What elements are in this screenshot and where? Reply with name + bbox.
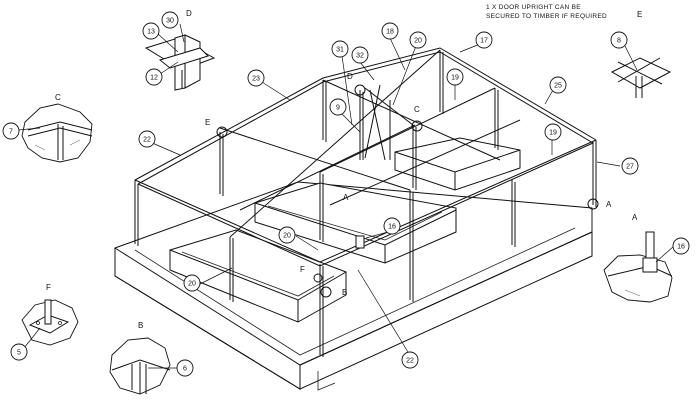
svg-text:7: 7	[9, 129, 13, 136]
detail-label-b: B	[138, 321, 143, 330]
callout-18: 18	[381, 22, 399, 40]
svg-text:9: 9	[336, 105, 340, 112]
svg-text:18: 18	[386, 29, 394, 36]
detail-c-drawing	[21, 103, 93, 163]
joint-label-a: A	[606, 200, 612, 209]
callout-31: 31	[331, 40, 349, 58]
joint-label-f: F	[300, 265, 305, 274]
callout-20-middle: 20	[278, 226, 296, 244]
svg-text:16: 16	[388, 224, 396, 231]
callout-9: 9	[329, 98, 347, 116]
main-assembly	[114, 47, 599, 391]
joint-label-d: D	[347, 72, 353, 81]
svg-text:20: 20	[188, 281, 196, 288]
svg-text:20: 20	[283, 233, 291, 240]
joint-label-b: B	[342, 288, 347, 297]
callout-7: 7	[2, 122, 20, 140]
detail-label-f: F	[46, 283, 51, 292]
callout-25: 25	[549, 76, 567, 94]
detail-f-drawing	[21, 299, 79, 346]
callout-30: 30	[161, 11, 179, 29]
detail-label-e: E	[637, 10, 642, 19]
svg-text:13: 13	[147, 29, 155, 36]
callout-8: 8	[610, 31, 628, 49]
joint-markers	[216, 84, 599, 298]
callout-23: 23	[247, 69, 265, 87]
svg-text:19: 19	[451, 75, 459, 82]
callout-22-left: 22	[138, 130, 156, 148]
callout-17: 17	[475, 31, 493, 49]
raised-bed-front	[169, 229, 347, 323]
svg-text:5: 5	[17, 350, 21, 357]
detail-label-d: D	[186, 9, 192, 18]
svg-text:30: 30	[166, 18, 174, 25]
detail-label-a: A	[632, 213, 638, 222]
svg-text:31: 31	[336, 47, 344, 54]
svg-text:22: 22	[406, 358, 414, 365]
svg-text:12: 12	[150, 75, 158, 82]
callout-13: 13	[142, 22, 160, 40]
svg-text:17: 17	[480, 38, 488, 45]
svg-text:8: 8	[617, 38, 621, 45]
svg-text:23: 23	[252, 76, 260, 83]
callout-20-top: 20	[409, 31, 427, 49]
svg-text:22: 22	[143, 137, 151, 144]
svg-text:27: 27	[626, 164, 634, 171]
detail-e-drawing	[610, 57, 672, 98]
callout-16-detail-a: 16	[672, 237, 690, 255]
callout-19-right: 19	[544, 123, 562, 141]
detail-a-drawing	[603, 231, 673, 303]
callout-32: 32	[351, 46, 369, 64]
callout-6: 6	[176, 359, 194, 377]
note-line-2: SECURED TO TIMBER IF REQUIRED	[486, 13, 607, 20]
callout-16-main: 16	[383, 217, 401, 235]
callout-22-bottom: 22	[401, 351, 419, 369]
svg-text:19: 19	[549, 130, 557, 137]
detail-label-c: C	[55, 93, 61, 102]
svg-text:20: 20	[414, 38, 422, 45]
joint-label-c: C	[414, 105, 420, 114]
callout-20-front: 20	[183, 274, 201, 292]
svg-text:25: 25	[554, 83, 562, 90]
callout-27: 27	[621, 157, 639, 175]
svg-text:32: 32	[356, 53, 364, 60]
svg-text:6: 6	[183, 366, 187, 373]
svg-text:16: 16	[677, 244, 685, 251]
detail-d-drawing	[144, 34, 216, 91]
frame-posts	[134, 50, 597, 357]
bed-label-a: A	[343, 193, 349, 202]
detail-b-drawing	[109, 337, 171, 395]
callout-5: 5	[10, 343, 28, 361]
callout-19-top: 19	[446, 68, 464, 86]
frame-top-rails	[134, 47, 597, 267]
raised-bed-rear	[394, 137, 521, 191]
leader-lines	[17, 23, 675, 369]
joint-label-e: E	[205, 118, 210, 127]
note-line-1: 1 X DOOR UPRIGHT CAN BE	[486, 4, 581, 11]
callout-12: 12	[145, 68, 163, 86]
